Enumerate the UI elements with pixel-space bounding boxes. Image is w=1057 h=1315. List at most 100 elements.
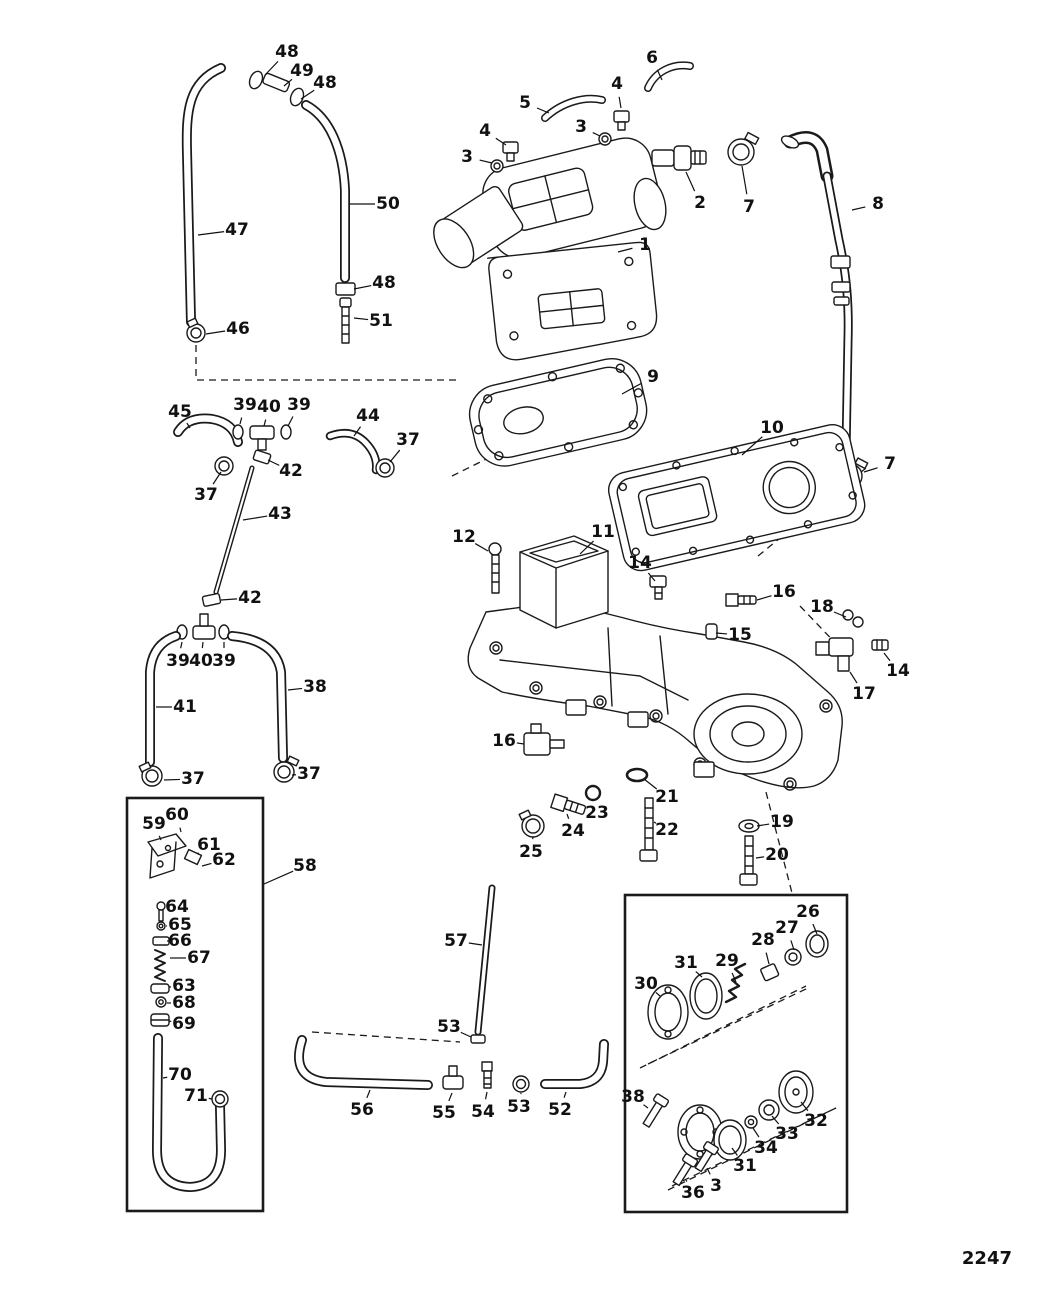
callout-51: 51 [369, 311, 393, 331]
callout-16: 16 [772, 582, 796, 602]
callout-32: 32 [804, 1111, 828, 1131]
hose-5 [541, 94, 606, 122]
hose-38 [227, 631, 288, 763]
fitting-16-left [523, 723, 565, 756]
callout-44: 44 [356, 406, 380, 426]
callout-6: 6 [646, 48, 658, 68]
callout-45: 45 [168, 402, 192, 422]
callout-40: 40 [257, 397, 281, 417]
callout-43: 43 [268, 504, 292, 524]
bolt-38-inset [642, 1093, 670, 1128]
callout-leader-36 [685, 1179, 688, 1182]
callout-23: 23 [585, 803, 609, 823]
callout-leader-18 [833, 611, 847, 618]
callout-leader-28 [765, 952, 770, 965]
hose-56 [294, 1035, 433, 1090]
callout-59: 59 [142, 814, 166, 834]
callout-7: 7 [884, 454, 896, 474]
callout-14: 14 [886, 661, 910, 681]
piston-28 [760, 963, 780, 982]
callout-39: 39 [287, 395, 311, 415]
callout-leader-16 [516, 742, 525, 745]
callout-leader-14 [647, 572, 656, 582]
callout-leader-33 [771, 1115, 780, 1125]
inset-box-58 [125, 796, 265, 1213]
callout-leader-30 [655, 992, 661, 997]
elbow-42-top [252, 449, 272, 465]
callout-leader-58 [263, 870, 294, 885]
callout-leader-8 [851, 206, 866, 211]
callout-leader-42 [220, 598, 238, 601]
callout-42: 42 [279, 461, 303, 481]
callout-leader-70 [162, 1076, 168, 1079]
callout-leader-49 [283, 78, 293, 87]
elbow-17-with-14 [815, 637, 889, 672]
callout-leader-32 [800, 1101, 809, 1112]
callout-leader-17 [849, 671, 858, 684]
callout-leader-4 [618, 96, 622, 109]
callout-7: 7 [743, 197, 755, 217]
callout-leader-2 [685, 171, 696, 192]
callout-leader-43 [242, 515, 268, 521]
fitting-53-upper [470, 1034, 486, 1044]
callout-29: 29 [715, 951, 739, 971]
callout-leader-46 [205, 330, 226, 335]
callout-39: 39 [233, 395, 257, 415]
callout-leader-16 [756, 595, 772, 601]
callout-leader-5 [536, 107, 550, 114]
callout-leader-12 [474, 543, 489, 552]
callout-4: 4 [479, 121, 491, 141]
callout-48: 48 [275, 42, 299, 62]
callout-leader-3 [479, 159, 493, 164]
callout-19: 19 [770, 812, 794, 832]
callout-48: 48 [372, 273, 396, 293]
callout-49: 49 [290, 61, 314, 81]
gasket-10 [607, 424, 866, 572]
callout-leader-14 [883, 652, 891, 662]
callout-9: 9 [647, 367, 659, 387]
elbow-42-bottom [201, 592, 222, 607]
callout-58: 58 [293, 856, 317, 876]
callout-31: 31 [674, 953, 698, 973]
callout-25: 25 [519, 842, 543, 862]
callout-11: 11 [591, 522, 615, 542]
callout-leader-47 [197, 231, 225, 236]
callout-70: 70 [168, 1065, 192, 1085]
callout-42: 42 [238, 588, 262, 608]
diagram-number: 2247 [962, 1248, 1012, 1269]
callout-leader-20 [755, 856, 765, 859]
fitting-51 [339, 297, 352, 344]
callout-leader-42 [267, 459, 280, 466]
callout-63: 63 [172, 976, 196, 996]
callout-2: 2 [694, 193, 706, 213]
callout-leader-34 [752, 1127, 760, 1138]
callout-71: 71 [184, 1086, 208, 1106]
screw-12 [488, 542, 502, 594]
callout-leader-51 [353, 317, 369, 321]
clamp-46 [186, 317, 206, 343]
callout-leader-62 [201, 862, 212, 867]
callout-37: 37 [181, 769, 205, 789]
callout-41: 41 [173, 697, 197, 717]
clamp-37-c [138, 761, 163, 787]
callout-30: 30 [634, 974, 658, 994]
callout-leader-40 [201, 641, 204, 649]
callout-24: 24 [561, 821, 585, 841]
elbow-4-left [502, 141, 519, 162]
callout-22: 22 [655, 820, 679, 840]
bolt-36 [672, 1153, 699, 1187]
callout-leader-6 [656, 69, 663, 81]
callout-leader-61 [196, 852, 199, 855]
callout-leader-39 [180, 641, 183, 649]
callout-50: 50 [376, 194, 400, 214]
powerhead-adapter-1 [433, 137, 667, 361]
callout-34: 34 [754, 1138, 778, 1158]
callout-leader-21 [643, 778, 658, 790]
callout-37: 37 [194, 485, 218, 505]
callout-26: 26 [796, 902, 820, 922]
callout-leader-24 [566, 813, 570, 819]
gasket-31-lower [713, 1119, 747, 1161]
callout-3: 3 [575, 117, 587, 137]
callout-leader-29 [731, 972, 737, 983]
callout-leader-40 [263, 419, 267, 427]
